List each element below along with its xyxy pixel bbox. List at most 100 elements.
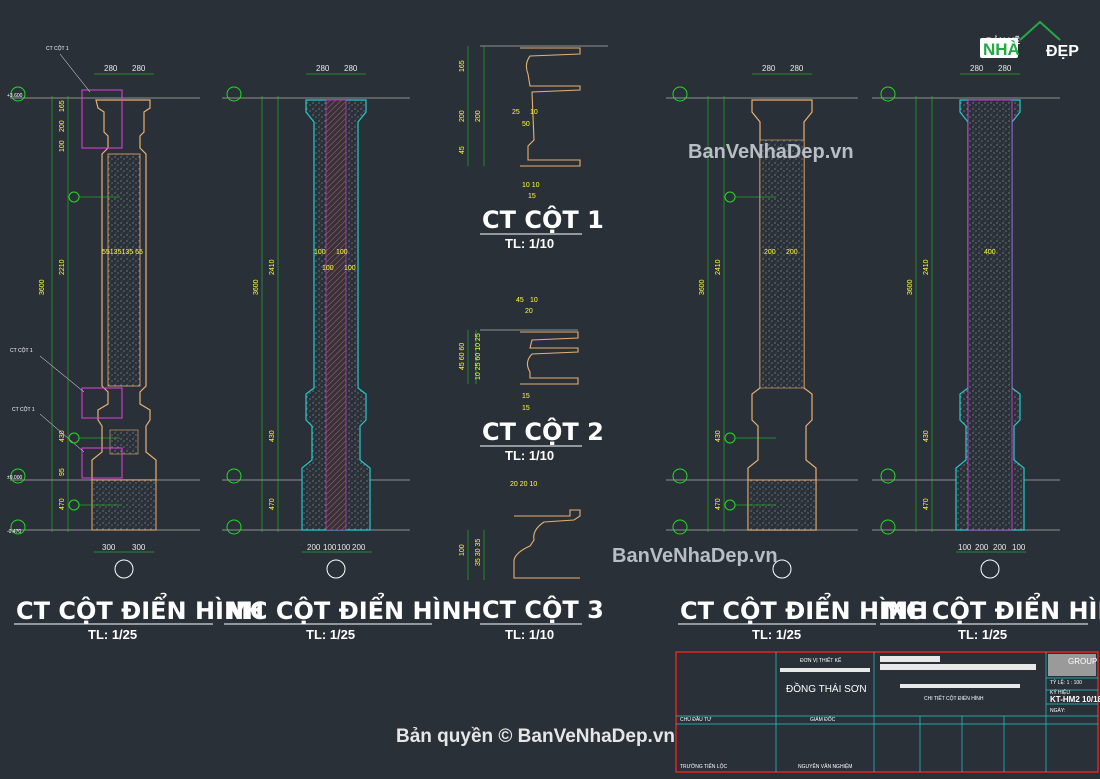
- mc-top-280-b: 280: [344, 64, 358, 73]
- ct-cot-3-detail: 20 20 10 100 35 30 35 CT CỘT 3 TL: 1/10: [459, 481, 604, 642]
- ct2-dim-stack: 10 25 60 10 25: [475, 333, 482, 380]
- tb-drawing-name: CHI TIẾT CỘT ĐIỂN HÌNH: [924, 695, 984, 702]
- tb-investor: CHỦ ĐẦU TƯ: [680, 716, 712, 723]
- ctr-inner-200-a: 200: [764, 249, 776, 256]
- tb-sheet-label: KÝ HIỆU: [1050, 688, 1070, 696]
- scale-ct-cot-3: TL: 1/10: [505, 627, 554, 642]
- dim-vert-430: 430: [59, 430, 66, 442]
- ct-cot-2-detail: 45 10 20 45 60 60 10 25 60 10 25 15 15 C…: [459, 297, 604, 463]
- mc-bottom-200-a: 200: [307, 543, 321, 552]
- tb-company-logo: [1048, 654, 1096, 676]
- mcr-dim-2410: 2410: [923, 259, 930, 275]
- title-mc-typical-left: MC CỘT ĐIỂN HÌNH: [226, 591, 482, 625]
- site-logo: BẢN VẼ NHÀ ĐẸP: [980, 20, 1079, 60]
- mc-bottom-100-b: 100: [337, 543, 351, 552]
- title-ct-typical-left: CT CỘT ĐIỂN HÌNH: [16, 591, 264, 625]
- ct-typical-column-left: +3.600 ±0.000 -0.470 CT CỘT 1 CT CỘT 1 C…: [7, 45, 264, 642]
- ctr-top-280-b: 280: [790, 64, 804, 73]
- scale-ct-cot-1: TL: 1/10: [505, 236, 554, 251]
- dim-vert-165: 165: [59, 100, 66, 112]
- ct2-dim-45-60: 45 60 60: [459, 343, 466, 370]
- mcr-bottom-100-b: 100: [1012, 543, 1026, 552]
- ct2-dim-15-a: 15: [522, 393, 530, 400]
- ct2-dim-10: 10: [530, 297, 538, 304]
- dim-vert-95: 95: [59, 468, 66, 476]
- ct1-dim-50: 50: [522, 121, 530, 128]
- level-bottom-label: -0.470: [7, 529, 21, 535]
- mc-bottom-200-b: 200: [352, 543, 366, 552]
- logo-dep: ĐẸP: [1046, 43, 1079, 60]
- tb-manager: TRƯỞNG TIẾN LỘC: [680, 763, 727, 770]
- mc-inner-100-d: 100: [344, 265, 356, 272]
- mc-typical-column-right: 3600 2410 470 430 280 280 400 100 200 20…: [872, 64, 1100, 642]
- mc-dim-3600: 3600: [253, 279, 260, 295]
- mc-dim-430: 430: [269, 430, 276, 442]
- callout-ct-cot-1-c: CT CỘT 1: [12, 406, 35, 413]
- tb-supervisor: GIÁM ĐỐC: [810, 716, 836, 723]
- ct-typical-column-right: 3600 2410 470 430 280 280 200 200 CT CỘT…: [666, 64, 928, 642]
- ctr-dim-3600: 3600: [699, 279, 706, 295]
- title-ct-cot-1: CT CỘT 1: [482, 204, 604, 234]
- tb-lead: NGUYỄN VĂN NGHIỆM: [798, 762, 852, 770]
- dim-vert-2210: 2210: [59, 259, 66, 275]
- ct1-dim-45: 45: [459, 146, 466, 154]
- ctr-dim-470: 470: [715, 498, 722, 510]
- dim-bottom-300-a: 300: [102, 543, 116, 552]
- mc-dim-2410: 2410: [269, 259, 276, 275]
- scale-ct-typical-right: TL: 1/25: [752, 627, 801, 642]
- mcr-bottom-200-a: 200: [975, 543, 989, 552]
- ct1-dim-200-b: 200: [475, 110, 482, 122]
- ct-cot-1-detail: 165 200 45 200 25 10 50 10 10 15 CT CỘT …: [459, 45, 608, 251]
- mcr-dim-3600: 3600: [907, 279, 914, 295]
- title-ct-cot-3: CT CỘT 3: [482, 594, 604, 624]
- ctr-inner-200-b: 200: [786, 249, 798, 256]
- level-zero-label: ±0.000: [7, 475, 22, 481]
- callout-ct-cot-1-a: CT CỘT 1: [46, 45, 69, 52]
- title-ct-typical-right: CT CỘT ĐIỂN HÌNH: [680, 591, 928, 625]
- ct3-dim-20-20-10: 20 20 10: [510, 481, 537, 488]
- watermark-top: BanVeNhaDep.vn: [688, 141, 854, 163]
- tb-scale: TỶ LỆ: 1 : 100: [1050, 678, 1082, 686]
- ct1-dim-10-10: 10 10: [522, 182, 540, 189]
- mc-inner-100-b: 100: [336, 249, 348, 256]
- tb-logo-text: GROUP: [1068, 657, 1097, 666]
- ctr-dim-2410: 2410: [715, 259, 722, 275]
- scale-ct-typical-left: TL: 1/25: [88, 627, 137, 642]
- mc-top-280-a: 280: [316, 64, 330, 73]
- dim-bottom-300-b: 300: [132, 543, 146, 552]
- watermark-middle: BanVeNhaDep.vn: [612, 545, 778, 567]
- tb-designer-unit: ĐƠN VỊ THIẾT KẾ: [800, 657, 842, 664]
- dim-inner-left: 55135135 65: [102, 249, 143, 256]
- mcr-inner-400: 400: [984, 249, 996, 256]
- ct2-dim-15-b: 15: [522, 405, 530, 412]
- mc-typical-column-left: 3600 2410 470 430 280 280 100 100 100 10…: [222, 64, 482, 642]
- mcr-top-280-b: 280: [998, 64, 1012, 73]
- mcr-top-280-a: 280: [970, 64, 984, 73]
- scale-ct-cot-2: TL: 1/10: [505, 448, 554, 463]
- dim-vert-3600: 3600: [39, 279, 46, 295]
- dim-vert-470: 470: [59, 498, 66, 510]
- mc-bottom-100-a: 100: [323, 543, 337, 552]
- mcr-dim-470: 470: [923, 498, 930, 510]
- logo-nha: NHÀ: [983, 40, 1020, 59]
- dim-top-280-a: 280: [104, 64, 118, 73]
- ct2-dim-20: 20: [525, 308, 533, 315]
- copyright-notice: Bản quyền © BanVeNhaDep.vn: [396, 726, 675, 747]
- tb-date-label: NGÀY:: [1050, 707, 1065, 714]
- dim-vert-100: 100: [59, 140, 66, 152]
- ct2-dim-45: 45: [516, 297, 524, 304]
- ct1-dim-200: 200: [459, 110, 466, 122]
- ct3-dim-stack: 35 30 35: [475, 539, 482, 566]
- scale-mc-typical-left: TL: 1/25: [306, 627, 355, 642]
- mcr-bottom-100-a: 100: [958, 543, 972, 552]
- ct1-dim-10: 10: [530, 109, 538, 116]
- title-mc-typical-right: MC CỘT ĐIỂN HÌNH: [882, 591, 1100, 625]
- mcr-bottom-200-b: 200: [993, 543, 1007, 552]
- ct1-dim-15: 15: [528, 193, 536, 200]
- mc-inner-100-c: 100: [322, 265, 334, 272]
- title-block: ĐƠN VỊ THIẾT KẾ ĐỒNG THÁI SƠN CHI TIẾT C…: [675, 651, 1100, 773]
- title-ct-cot-2: CT CỘT 2: [482, 416, 604, 446]
- ctr-top-280-a: 280: [762, 64, 776, 73]
